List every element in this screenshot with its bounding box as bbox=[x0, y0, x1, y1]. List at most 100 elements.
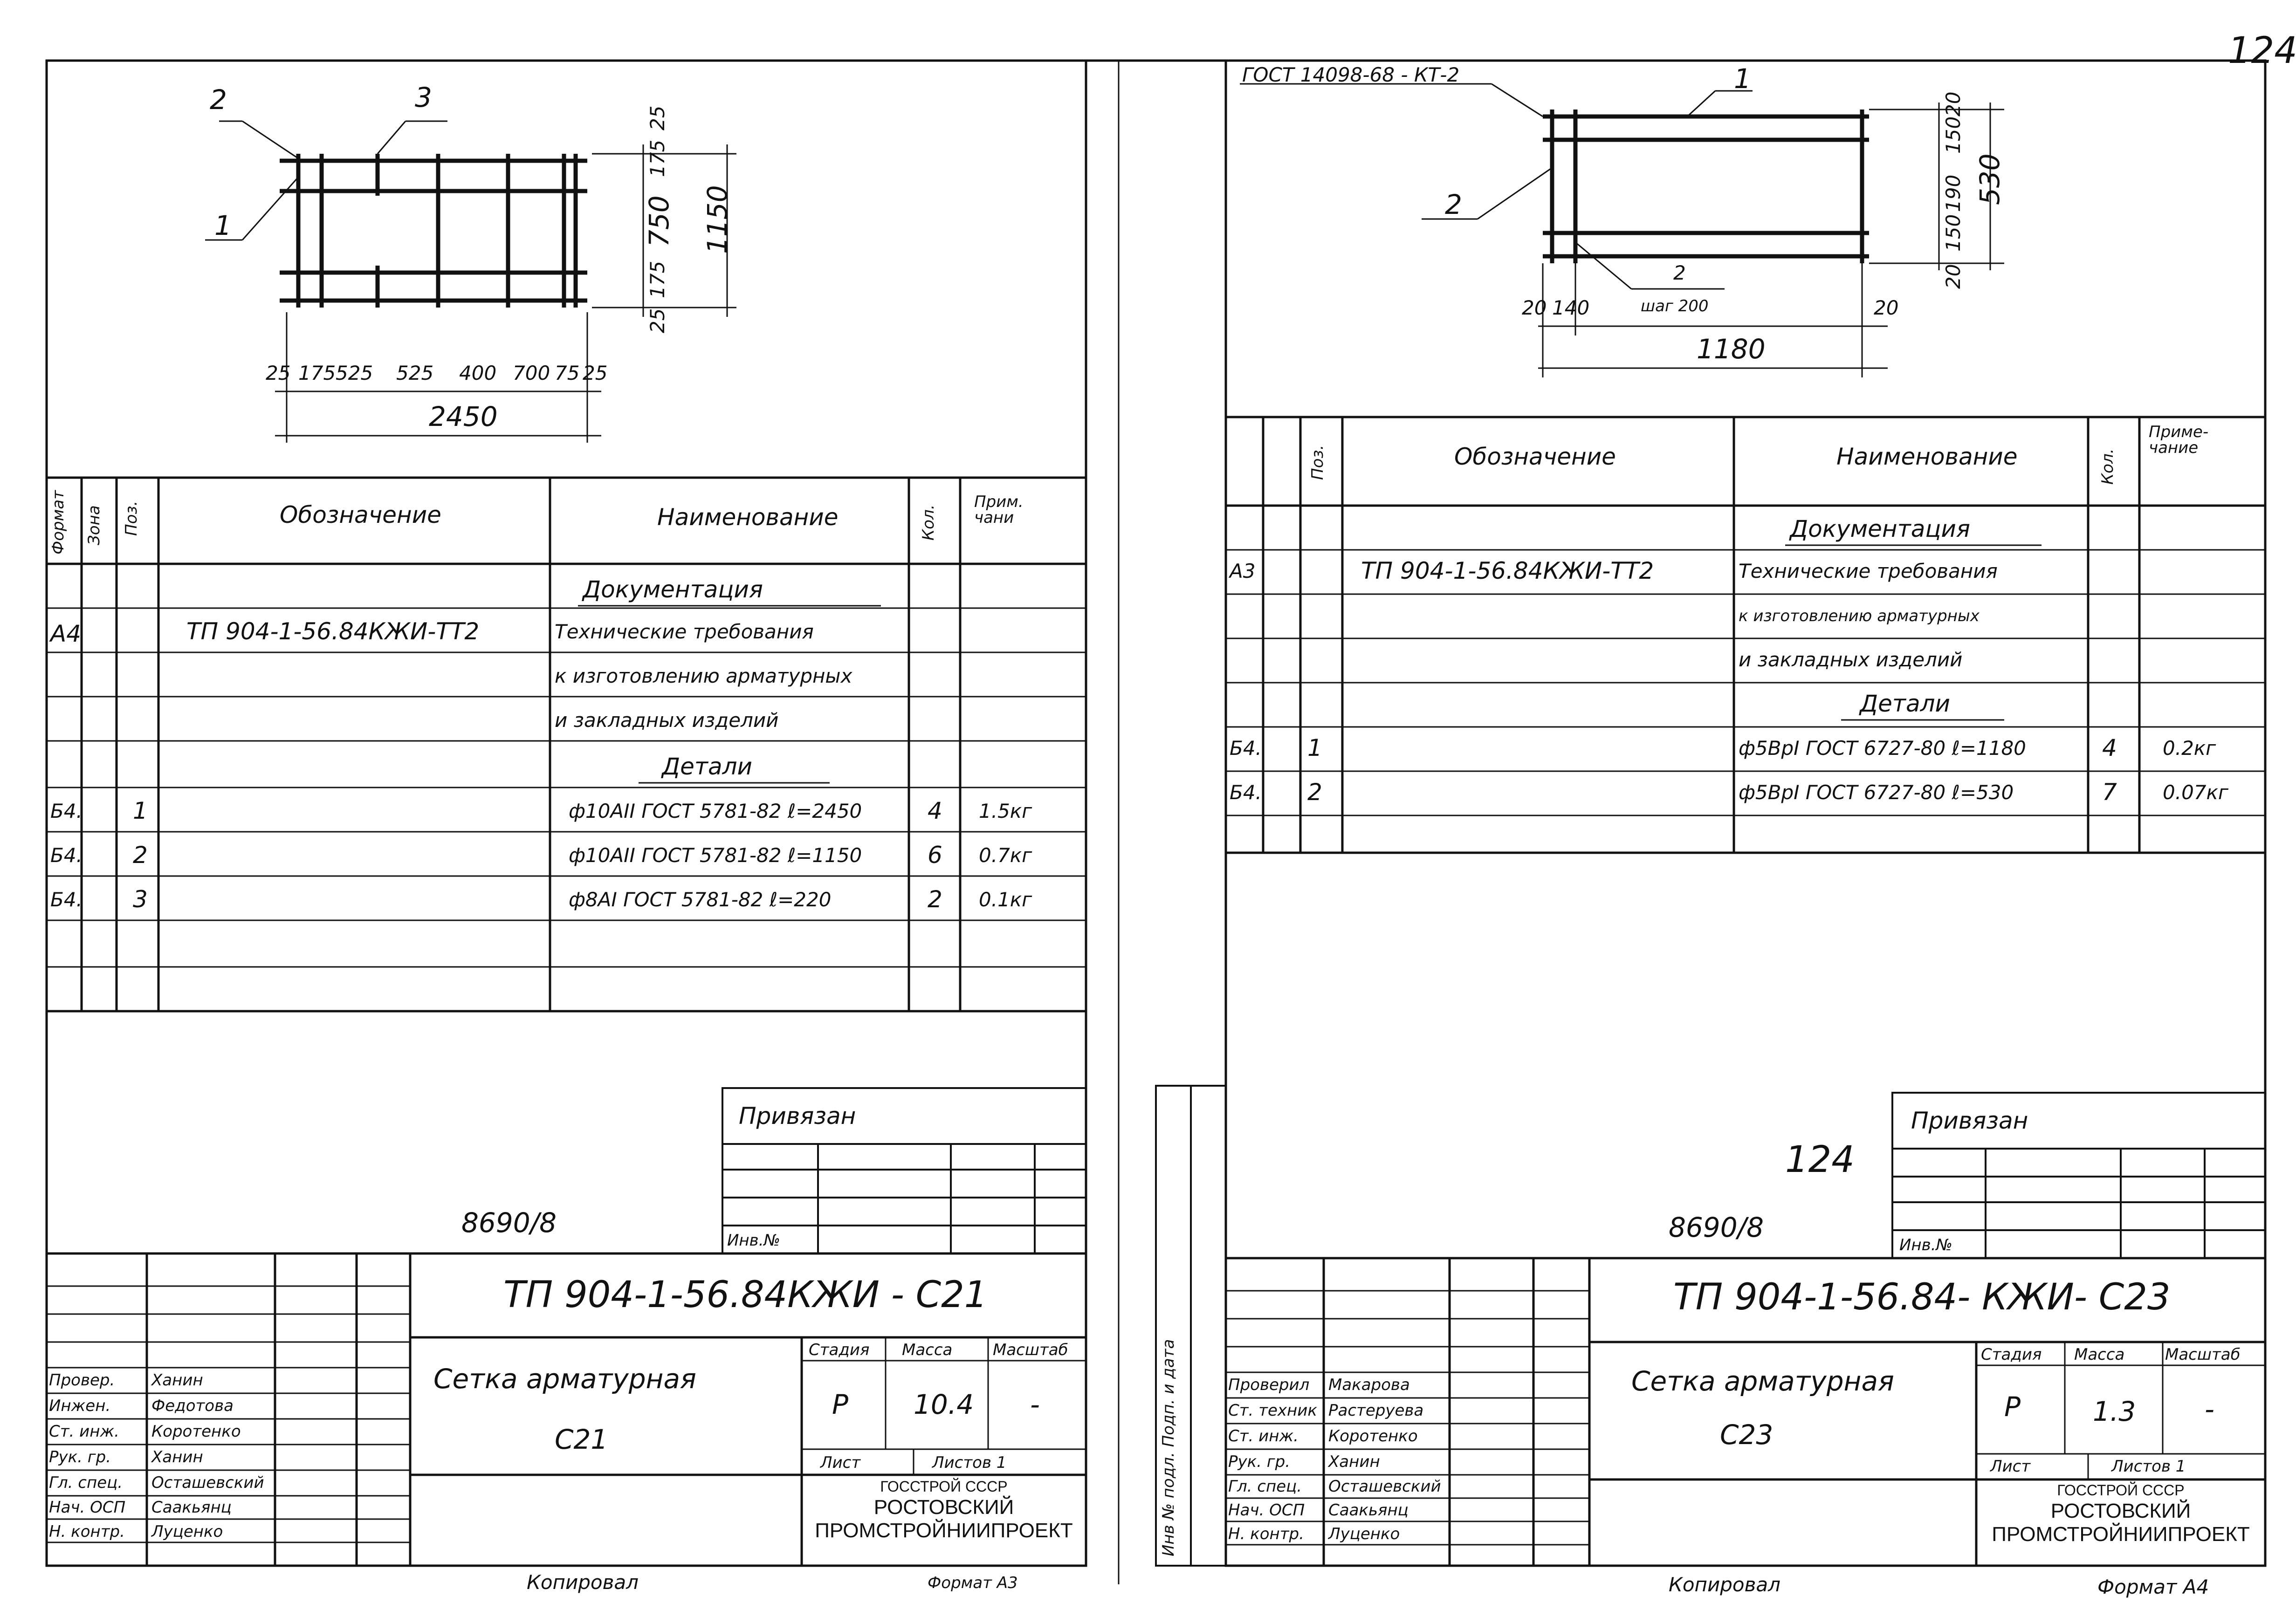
role: Ст. инж. bbox=[1228, 1427, 1299, 1445]
dim-bottom-6: 75 bbox=[555, 362, 580, 384]
scale-value: - bbox=[1030, 1389, 1040, 1420]
row-qty: 4 bbox=[2102, 734, 2117, 761]
doc-name-1: Технические требования bbox=[555, 620, 814, 643]
callout-3: 3 bbox=[415, 82, 432, 113]
dim-bottom-2: 20 bbox=[1874, 296, 1899, 319]
dim-right-4: 20 bbox=[1942, 264, 1965, 289]
header-name: Наименование bbox=[1836, 443, 2018, 470]
row-format: Б4. bbox=[50, 888, 82, 911]
role: Гл. спец. bbox=[1228, 1477, 1302, 1496]
dim-bottom-5: 700 bbox=[513, 362, 550, 384]
dim-total-bottom: 2450 bbox=[429, 401, 498, 432]
attached-label: Привязан bbox=[1911, 1107, 2028, 1134]
header-designation: Обозначение bbox=[1454, 443, 1616, 470]
callout-2: 2 bbox=[1445, 189, 1462, 220]
role: Ст. техник bbox=[1228, 1401, 1317, 1420]
person-name: Ханин bbox=[151, 1371, 203, 1390]
doc-name-2: к изготовлению арматурных bbox=[555, 664, 852, 687]
archive-number: 8690/8 bbox=[461, 1207, 557, 1239]
title-line-1: Сетка арматурная bbox=[1631, 1365, 1894, 1397]
person-name: Осташевский bbox=[151, 1473, 264, 1492]
stage-label: Стадия bbox=[809, 1341, 870, 1359]
header-designation: Обозначение bbox=[280, 501, 441, 528]
section-details: Детали bbox=[662, 753, 753, 780]
stage-value: Р bbox=[2004, 1391, 2021, 1423]
org-line-3: ПРОМСТРОЙНИИПРОЕКТ bbox=[1992, 1523, 2250, 1546]
dim-bottom-4: 400 bbox=[459, 362, 497, 384]
scale-label: Масштаб bbox=[993, 1341, 1068, 1359]
format-label: Формат А3 bbox=[928, 1574, 1018, 1592]
row-qty: 7 bbox=[2102, 779, 2117, 806]
dim-total-right: 530 bbox=[1974, 153, 2006, 205]
dim-bottom-0: 25 bbox=[266, 362, 291, 384]
row-note: 0.1кг bbox=[979, 888, 1032, 911]
callout-2b: 2 bbox=[1673, 261, 1686, 284]
dim-bottom-0: 20 bbox=[1522, 296, 1547, 319]
callout-1: 1 bbox=[214, 210, 232, 241]
header-zone: Зона bbox=[85, 505, 103, 545]
organization: ГОССТРОЙ СССР РОСТОВСКИЙ ПРОМСТРОЙНИИПРО… bbox=[802, 1477, 1086, 1542]
sheets-label: Листов 1 bbox=[2111, 1457, 2186, 1476]
page-number: 124 bbox=[2228, 30, 2296, 72]
sheet-label: Лист bbox=[820, 1453, 861, 1472]
dim-right-2: 750 bbox=[643, 195, 675, 247]
doc-name-1: Технические требования bbox=[1739, 560, 1998, 582]
row-qty: 6 bbox=[928, 842, 942, 869]
row-name: ф5ВрI ГОСТ 6727-80 ℓ=530 bbox=[1739, 781, 2014, 804]
header-format: Формат bbox=[49, 490, 68, 555]
org-line-1: ГОССТРОЙ СССР bbox=[880, 1478, 1008, 1495]
scale-value: - bbox=[2205, 1393, 2214, 1425]
copied-label: Копировал bbox=[527, 1571, 639, 1594]
header-pos: Поз. bbox=[1308, 445, 1327, 480]
stage-value: Р bbox=[832, 1389, 848, 1420]
row-name: ф10АII ГОСТ 5781-82 ℓ=2450 bbox=[569, 800, 862, 822]
copied-label: Копировал bbox=[1669, 1573, 1780, 1596]
doc-name-2: к изготовлению арматурных bbox=[1739, 607, 1980, 625]
doc-designation: ТП 904-1-56.84КЖИ-ТТ2 bbox=[1361, 557, 1654, 584]
role: Рук. гр. bbox=[49, 1448, 111, 1466]
person-name: Саакьянц bbox=[1328, 1501, 1409, 1520]
dim-total-bottom: 1180 bbox=[1697, 333, 1766, 365]
row-pos: 1 bbox=[1307, 734, 1322, 761]
header-name: Наименование bbox=[657, 504, 839, 531]
role: Нач. ОСП bbox=[49, 1498, 126, 1517]
person-name: Саакьянц bbox=[151, 1498, 232, 1517]
dim-right-3: 175 bbox=[646, 260, 669, 298]
gost-note: ГОСТ 14098-68 - КТ-2 bbox=[1242, 63, 1460, 86]
row-pos: 1 bbox=[133, 797, 148, 824]
person-name: Ханин bbox=[151, 1448, 203, 1466]
header-qty: Кол. bbox=[919, 504, 938, 541]
dim-right-3: 150 bbox=[1942, 214, 1965, 252]
doc-format: А4 bbox=[50, 620, 82, 647]
handwritten-number: 124 bbox=[1785, 1139, 1855, 1181]
row-qty: 4 bbox=[928, 797, 942, 824]
org-line-2: РОСТОВСКИЙ bbox=[873, 1496, 1014, 1519]
row-name: ф8АI ГОСТ 5781-82 ℓ=220 bbox=[569, 888, 832, 911]
header-note: Приме-чание bbox=[2149, 423, 2209, 457]
row-name: ф5ВрI ГОСТ 6727-80 ℓ=1180 bbox=[1739, 737, 2026, 760]
stage-label: Стадия bbox=[1981, 1345, 2042, 1364]
dim-bottom-1: 140 bbox=[1552, 296, 1590, 319]
role: Ст. инж. bbox=[49, 1422, 119, 1441]
mass-value: 1.3 bbox=[2093, 1396, 2136, 1427]
section-details: Детали bbox=[1860, 690, 1951, 717]
sheets-label: Листов 1 bbox=[932, 1453, 1007, 1472]
row-format: Б4. bbox=[1230, 781, 1262, 804]
dim-total-right: 1150 bbox=[701, 185, 733, 254]
org-line-3: ПРОМСТРОЙНИИПРОЕКТ bbox=[815, 1519, 1073, 1542]
person-name: Луценко bbox=[1328, 1525, 1400, 1543]
header-note: Прим. чани bbox=[974, 493, 1024, 527]
dim-right-0: 25 bbox=[646, 105, 669, 130]
section-docs: Документация bbox=[583, 576, 763, 603]
scale-label: Масштаб bbox=[2165, 1345, 2241, 1364]
dim-bottom-3: 525 bbox=[396, 362, 434, 384]
format-label: Формат А4 bbox=[2097, 1575, 2209, 1598]
dim-right-2: 190 bbox=[1942, 174, 1965, 212]
person-name: Растерyева bbox=[1328, 1401, 1424, 1420]
doc-format: А3 bbox=[1230, 560, 1256, 582]
person-name: Коротенко bbox=[1328, 1427, 1418, 1445]
person-name: Осташевский bbox=[1328, 1477, 1441, 1496]
title-designation: ТП 904-1-56.84- КЖИ- С23 bbox=[1673, 1276, 2171, 1318]
doc-name-3: и закладных изделий bbox=[1739, 648, 1963, 671]
